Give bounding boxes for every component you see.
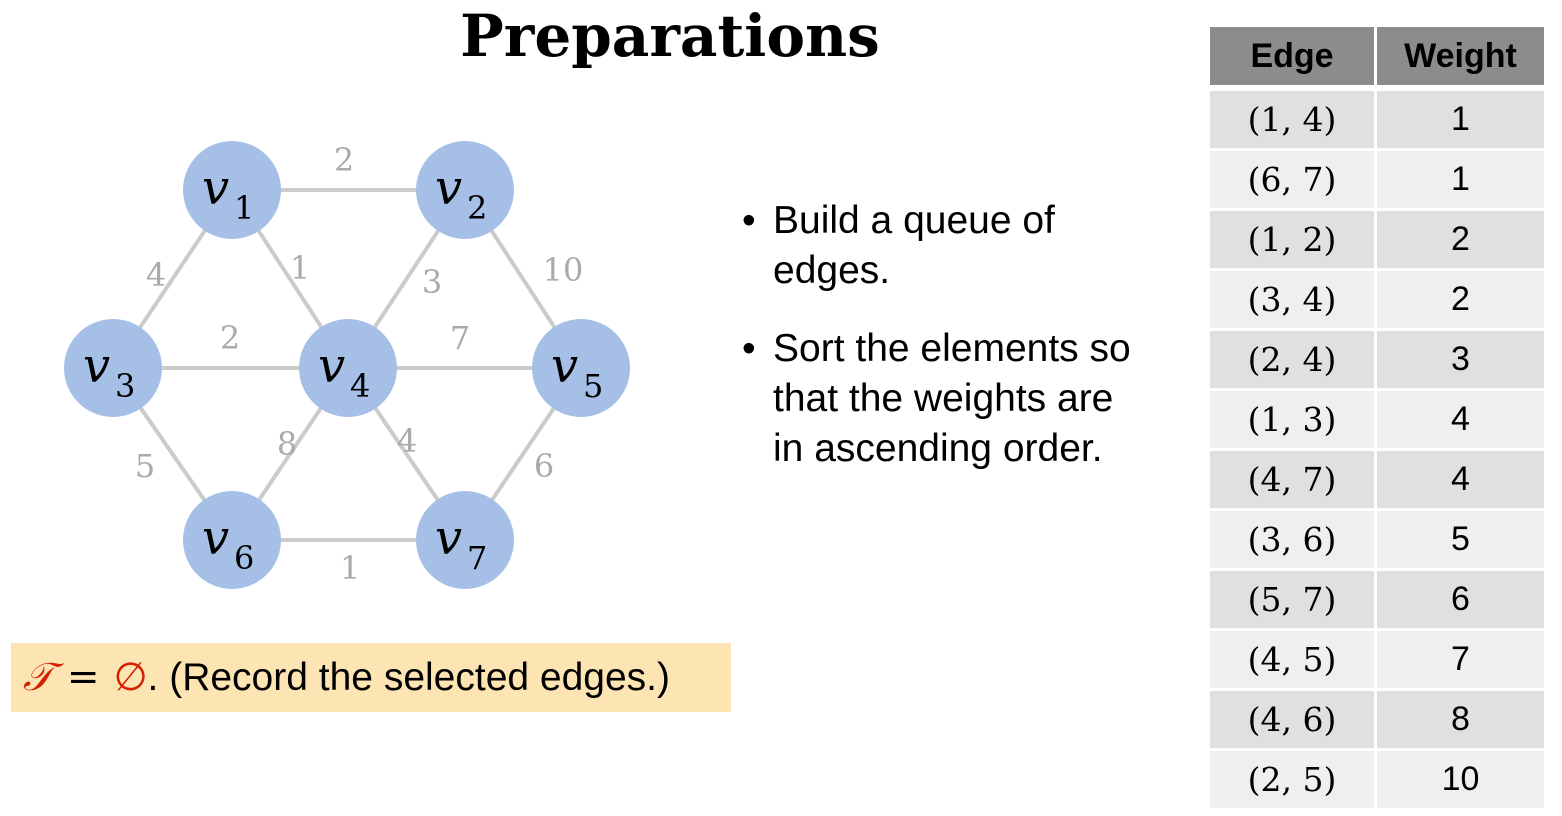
node-label: v (435, 510, 462, 566)
node-subscript: 7 (467, 539, 487, 577)
edge-cell: (4, 5) (1210, 628, 1377, 688)
edge-weight-label: 10 (543, 251, 584, 289)
tree-symbol: 𝒯 (23, 655, 53, 700)
node-subscript: 6 (234, 539, 254, 577)
selected-edges-note: 𝒯 = ∅ . (Record the selected edges.) (11, 643, 731, 712)
bullet-symbol: • (742, 199, 756, 242)
edge-cell: (2, 4) (1210, 328, 1377, 388)
node-subscript: 4 (350, 367, 370, 405)
node-circle (416, 491, 514, 589)
table-row: (3, 4)2 (1210, 268, 1544, 328)
edge-cell: (5, 7) (1210, 568, 1377, 628)
table-row: (5, 7)6 (1210, 568, 1544, 628)
table-row: (4, 5)7 (1210, 628, 1544, 688)
table-row: (4, 7)4 (1210, 448, 1544, 508)
table-row: (1, 3)4 (1210, 388, 1544, 448)
edge-weight-label: 1 (340, 549, 360, 587)
node-circle (416, 141, 514, 239)
weight-cell: 7 (1377, 628, 1544, 688)
edge-cell: (1, 4) (1210, 88, 1377, 148)
node-label: v (202, 160, 229, 216)
table-row: (2, 4)3 (1210, 328, 1544, 388)
node-label: v (202, 510, 229, 566)
bullet-item: • Sort the elements so that the weights … (742, 324, 1132, 474)
node-label: v (551, 338, 578, 394)
node-circle (299, 319, 397, 417)
node-label: v (435, 160, 462, 216)
bullet-text: Sort the elements so that the weights ar… (773, 327, 1131, 470)
node-circle (183, 491, 281, 589)
edge-weight-label: 3 (422, 263, 442, 301)
edge-weight-table: Edge Weight (1, 4)1 (6, 7)1 (1, 2)2 (3, … (1210, 27, 1544, 808)
edge-cell: (2, 5) (1210, 748, 1377, 808)
edge-cell: (1, 2) (1210, 208, 1377, 268)
header-weight: Weight (1377, 27, 1544, 88)
table-row: (1, 4)1 (1210, 88, 1544, 148)
edge-cell: (4, 6) (1210, 688, 1377, 748)
node-circle (532, 319, 630, 417)
table-row: (4, 6)8 (1210, 688, 1544, 748)
bullet-symbol: • (742, 327, 756, 370)
edge-weight-label: 6 (534, 447, 554, 485)
table-row: (1, 2)2 (1210, 208, 1544, 268)
node-label: v (318, 338, 345, 394)
node-label: v (83, 338, 110, 394)
weight-cell: 6 (1377, 568, 1544, 628)
node-circle (183, 141, 281, 239)
edge-cell: (6, 7) (1210, 148, 1377, 208)
slide-title: Preparations (460, 2, 880, 70)
table-row: (2, 5)10 (1210, 748, 1544, 808)
edge-cell: (1, 3) (1210, 388, 1377, 448)
equals-sign: = (66, 655, 100, 700)
weight-cell: 8 (1377, 688, 1544, 748)
bullet-text: Build a queue of edges. (773, 199, 1055, 292)
header-edge: Edge (1210, 27, 1377, 88)
weight-cell: 4 (1377, 388, 1544, 448)
edge-cell: (3, 6) (1210, 508, 1377, 568)
weight-cell: 4 (1377, 448, 1544, 508)
edge-weight-label: 5 (135, 447, 155, 485)
weight-cell: 5 (1377, 508, 1544, 568)
weight-cell: 1 (1377, 148, 1544, 208)
weight-cell: 3 (1377, 328, 1544, 388)
node-circle (64, 319, 162, 417)
node-subscript: 5 (583, 367, 603, 405)
edge-weight-label: 1 (290, 249, 310, 287)
edge-weight-label: 7 (450, 319, 470, 357)
weight-cell: 10 (1377, 748, 1544, 808)
node-subscript: 1 (234, 189, 254, 227)
edge-weight-label: 4 (397, 422, 417, 460)
node-subscript: 2 (467, 189, 487, 227)
bullet-item: • Build a queue of edges. (742, 196, 1132, 296)
weight-cell: 2 (1377, 268, 1544, 328)
edge-weight-label: 8 (277, 425, 297, 463)
table-row: (3, 6)5 (1210, 508, 1544, 568)
weight-cell: 1 (1377, 88, 1544, 148)
empty-set-symbol: ∅ (113, 655, 148, 700)
weight-cell: 2 (1377, 208, 1544, 268)
bullet-list: • Build a queue of edges. • Sort the ele… (742, 196, 1132, 502)
table-header-row: Edge Weight (1210, 27, 1544, 88)
note-text: . (Record the selected edges.) (147, 655, 670, 699)
node-subscript: 3 (115, 367, 135, 405)
edge-weight-label: 2 (220, 319, 240, 357)
edge-cell: (3, 4) (1210, 268, 1377, 328)
table-row: (6, 7)1 (1210, 148, 1544, 208)
edge-weight-label: 4 (146, 256, 166, 294)
edge-weight-label: 2 (334, 141, 354, 179)
edge-cell: (4, 7) (1210, 448, 1377, 508)
